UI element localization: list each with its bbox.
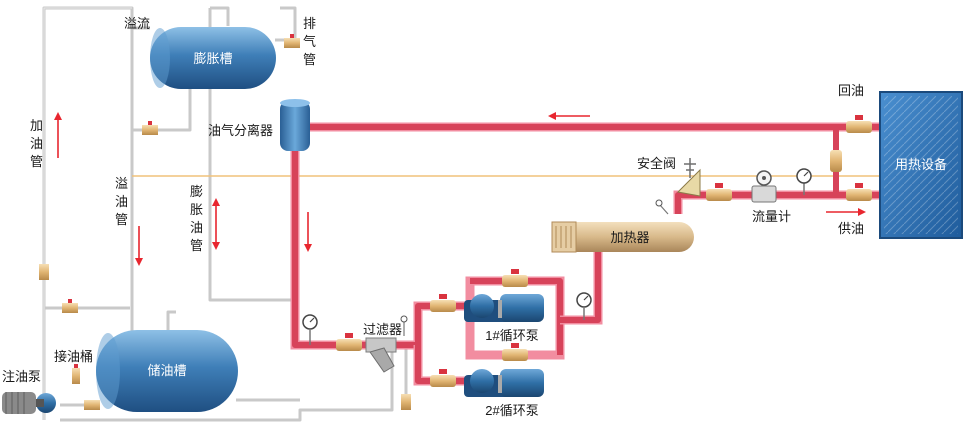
gate-valve[interactable] <box>284 34 300 48</box>
flow-meter[interactable] <box>751 170 777 203</box>
expansion-line-label-1: 膨 <box>190 184 203 199</box>
fill-pump-label: 注油泵 <box>2 369 41 384</box>
storage-tank-label: 储油槽 <box>147 363 186 378</box>
fill-line-label-2: 油 <box>30 136 43 151</box>
temperature-probe-icon <box>655 199 669 215</box>
drain-bucket-valve[interactable] <box>72 364 80 384</box>
gate-valve[interactable] <box>430 294 456 312</box>
filter-label: 过滤器 <box>363 322 402 337</box>
heat-equipment-label: 用热设备 <box>895 157 947 172</box>
heater[interactable]: 加热器 <box>551 221 694 253</box>
gate-valve[interactable] <box>336 333 362 351</box>
flow-arrow-icon <box>54 112 62 158</box>
bypass-valve[interactable] <box>830 150 842 172</box>
pressure-gauge-icon <box>302 314 318 345</box>
circulation-pump-1[interactable]: 1#循环泵 <box>464 294 544 343</box>
gate-valve[interactable] <box>502 343 528 361</box>
overflow-line-label-2: 油 <box>115 194 128 209</box>
separator-label: 油气分离器 <box>208 123 273 138</box>
flow-arrow-icon <box>212 198 220 250</box>
expansion-line-label-2: 胀 <box>190 202 203 217</box>
filter[interactable] <box>365 337 397 373</box>
gate-valve[interactable] <box>84 400 100 410</box>
storage-tank[interactable]: 储油槽 <box>96 330 238 412</box>
circulation-pump-2[interactable]: 2#循环泵 <box>464 369 544 418</box>
gate-valve[interactable] <box>39 264 49 280</box>
gate-valve[interactable] <box>62 299 78 313</box>
return-oil-label: 回油 <box>838 83 864 98</box>
safety-valve[interactable] <box>676 158 701 197</box>
expansion-tank-label: 膨胀槽 <box>193 51 232 66</box>
gate-valve[interactable] <box>706 183 732 201</box>
supply-oil-label: 供油 <box>838 221 864 236</box>
gate-valve[interactable] <box>846 183 872 201</box>
gate-valve[interactable] <box>142 121 158 135</box>
heat-equipment[interactable]: 用热设备 <box>879 91 963 239</box>
pressure-gauge-icon <box>576 292 592 320</box>
fill-pump[interactable] <box>2 392 56 414</box>
overflow-line-label-3: 管 <box>115 212 128 227</box>
expansion-line-label-4: 管 <box>190 238 203 253</box>
overflow-line-label-1: 溢 <box>115 176 128 191</box>
flow-meter-label: 流量计 <box>752 209 791 224</box>
fill-line-label-1: 加 <box>30 118 43 133</box>
pump1-label: 1#循环泵 <box>485 328 538 343</box>
overflow-label: 溢流 <box>124 16 150 31</box>
vent-line-label-3: 管 <box>303 52 316 67</box>
gate-valve[interactable] <box>430 369 456 387</box>
expansion-line-label-3: 油 <box>190 220 203 235</box>
gate-valve[interactable] <box>846 115 872 133</box>
flow-arrow-icon <box>548 112 590 120</box>
safety-valve-label: 安全阀 <box>637 156 676 171</box>
gate-valve[interactable] <box>401 394 411 410</box>
pump2-label: 2#循环泵 <box>485 403 538 418</box>
flow-arrow-icon <box>304 212 312 252</box>
pressure-gauge-icon <box>796 168 812 195</box>
flow-arrow-icon <box>826 208 866 216</box>
drain-bucket-label: 接油桶 <box>54 349 93 364</box>
gate-valve[interactable] <box>502 269 528 287</box>
temperature-probe-icon <box>400 315 408 336</box>
fill-line-label-3: 管 <box>30 154 43 169</box>
vent-line-label-1: 排 <box>303 16 316 31</box>
flow-arrow-icon <box>135 226 143 266</box>
heater-label: 加热器 <box>610 230 649 245</box>
oil-gas-separator[interactable] <box>280 99 310 151</box>
vent-line-label-2: 气 <box>303 34 316 49</box>
expansion-tank[interactable]: 膨胀槽 <box>150 27 276 89</box>
